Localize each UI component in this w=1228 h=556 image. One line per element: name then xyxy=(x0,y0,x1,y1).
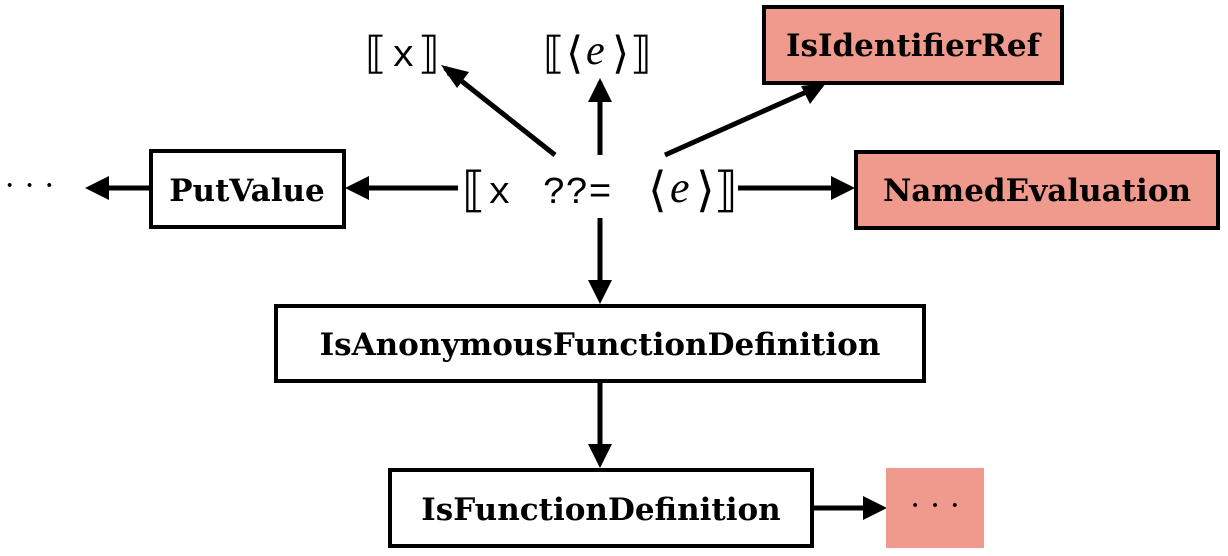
node-namedevaluation: NamedEvaluation xyxy=(854,150,1220,230)
node-putvalue: PutValue xyxy=(149,149,346,229)
edge-head-center-to-x xyxy=(441,65,469,88)
node-e-semantics: ⟦ ⟨ e ⟩ ⟧ xyxy=(543,28,652,78)
right-ellipsis-label: · · · xyxy=(910,487,961,524)
expression-e: e xyxy=(586,28,605,74)
edge-head-center-to-isanonymousfunctiondefinition xyxy=(588,280,612,304)
node-right-ellipsis: · · · xyxy=(886,468,984,548)
nullish-assign-operator: ??= xyxy=(543,172,611,215)
isidentifierref-box xyxy=(762,5,1064,85)
angle-bracket-close: ⟩ xyxy=(696,164,715,217)
putvalue-label: PutValue xyxy=(169,173,325,209)
putvalue-box xyxy=(149,149,346,229)
edges xyxy=(85,65,887,520)
edge-center-to-isidentifierref xyxy=(663,82,824,158)
node-isfunctiondefinition: IsFunctionDefinition xyxy=(388,468,814,548)
node-isanonymousfunctiondefinition: IsAnonymousFunctionDefinition xyxy=(274,304,926,383)
semantic-bracket-open: ⟦ xyxy=(365,29,387,78)
angle-bracket-open: ⟨ xyxy=(566,29,583,78)
left-ellipsis: · · · xyxy=(4,167,55,204)
semantic-bracket-open: ⟦ xyxy=(462,164,486,217)
right-ellipsis-box xyxy=(886,468,984,548)
edge-head-isanon-to-isfunctiondefinition xyxy=(588,444,612,468)
variable-x: x xyxy=(488,172,511,215)
edge-center-to-x xyxy=(443,66,557,157)
node-x-semantics: ⟦ x ⟧ xyxy=(365,29,440,78)
semantic-bracket-close: ⟧ xyxy=(418,29,440,78)
isanonymousfunctiondefinition-label: IsAnonymousFunctionDefinition xyxy=(320,327,881,363)
namedevaluation-label: NamedEvaluation xyxy=(883,173,1191,209)
angle-bracket-open: ⟨ xyxy=(648,164,667,217)
edge-head-putvalue-to-ellipsis xyxy=(85,176,109,200)
isidentifierref-label: IsIdentifierRef xyxy=(786,28,1042,64)
isfunctiondefinition-label: IsFunctionDefinition xyxy=(421,492,780,528)
isanonymousfunctiondefinition-box xyxy=(274,304,926,383)
expression-e: e xyxy=(670,163,690,212)
node-center-expression: ⟦ x ??= ⟨ e ⟩ ⟧ xyxy=(462,163,738,217)
isfunctiondefinition-box xyxy=(388,468,814,548)
variable-x: x xyxy=(392,35,415,78)
namedevaluation-box xyxy=(854,150,1220,230)
semantic-bracket-close: ⟧ xyxy=(630,29,652,78)
edge-head-isfunctiondefinition-to-ellipsis xyxy=(863,496,887,520)
edge-head-center-to-namedevaluation xyxy=(831,176,855,200)
edge-head-center-to-e xyxy=(588,78,612,102)
node-isidentifierref: IsIdentifierRef xyxy=(762,5,1064,85)
semantic-bracket-close: ⟧ xyxy=(714,164,738,217)
angle-bracket-close: ⟩ xyxy=(612,29,629,78)
edge-head-center-to-putvalue xyxy=(345,176,369,200)
semantic-bracket-open: ⟦ xyxy=(543,29,565,78)
edge-head-center-to-isidentifierref xyxy=(801,83,826,104)
